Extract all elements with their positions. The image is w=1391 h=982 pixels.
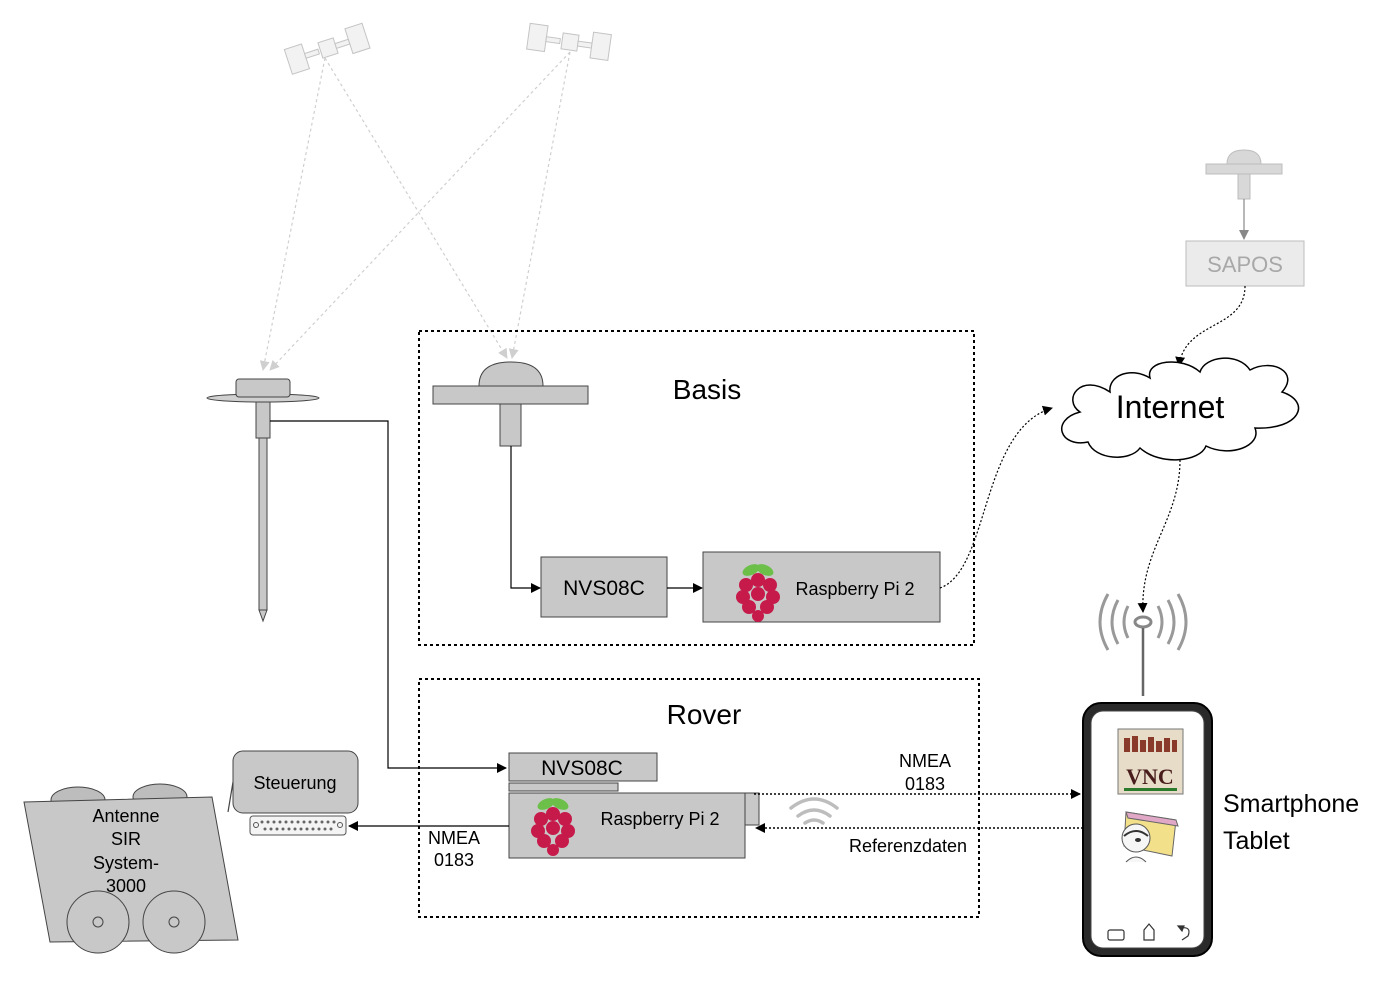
wifi-icon [789,797,839,825]
basis-computer-box: Raspberry Pi 2 [702,551,941,623]
remote-desktop-icon [1121,811,1179,863]
gpr-cart-icon: Antenne SIR System- 3000 [23,783,239,954]
sapos-antenna-icon [1205,149,1283,200]
nmea-left-line2: 0183 [434,850,474,870]
link-internet-tower [1137,459,1181,613]
basis-group [418,330,975,646]
rover-computer-box: Raspberry Pi 2 [508,792,746,859]
cell-tower-icon [1098,593,1188,696]
basis-title: Basis [673,374,741,405]
referenzdaten-label: Referenzdaten [849,836,967,856]
internet-label: Internet [1116,389,1225,425]
link-basis-internet [939,405,1053,589]
nmea-right-line1: NMEA [899,751,951,771]
phone-nav-icons [1107,923,1190,941]
device-label-line1: Smartphone [1223,790,1359,818]
vnc-logo-text: VNC [1126,764,1174,789]
rover-title: Rover [667,699,742,730]
rover-receiver-label: NVS08C [541,757,623,780]
basis-computer-label: Raspberry Pi 2 [795,579,914,599]
basis-receiver-box: NVS08C [540,556,668,618]
db25-connector-icon [249,815,347,836]
cloud-icon: Internet [1061,357,1300,461]
satellite-signals [259,51,571,371]
rover-receiver-box: NVS08C [508,752,658,782]
rover-computer-label: Raspberry Pi 2 [600,809,719,829]
machine-label-line1: Antenne [92,806,159,826]
steuerung-label: Steuerung [253,773,336,793]
device-label-line2: Tablet [1223,827,1290,855]
rover-board-strip [508,782,619,792]
nmea-left-line1: NMEA [428,828,480,848]
rover-board-edge [743,792,760,826]
cable-basis-antenna [510,446,541,593]
machine-label-line2: SIR [111,829,141,849]
rover-pole-antenna-icon [206,378,320,623]
link-sapos-internet [1175,285,1246,367]
sapos-label: SAPOS [1207,252,1283,277]
rover-group [418,678,980,918]
sapos-box: SAPOS [1185,240,1305,287]
basis-receiver-label: NVS08C [563,577,645,600]
smartphone-icon: VNC [1082,702,1213,957]
cable-rover-antenna [270,420,507,773]
satellite-icon [283,22,371,75]
satellite-icon [526,22,612,62]
machine-label-line3: System- [93,853,159,873]
steuerung-box: Steuerung [232,750,359,814]
nmea-right-line2: 0183 [905,774,945,794]
machine-label-line4: 3000 [106,876,146,896]
gnss-antenna-icon [432,361,589,447]
vnc-viewer-icon: VNC [1117,728,1184,795]
cable-steuerung-machine [227,781,234,813]
